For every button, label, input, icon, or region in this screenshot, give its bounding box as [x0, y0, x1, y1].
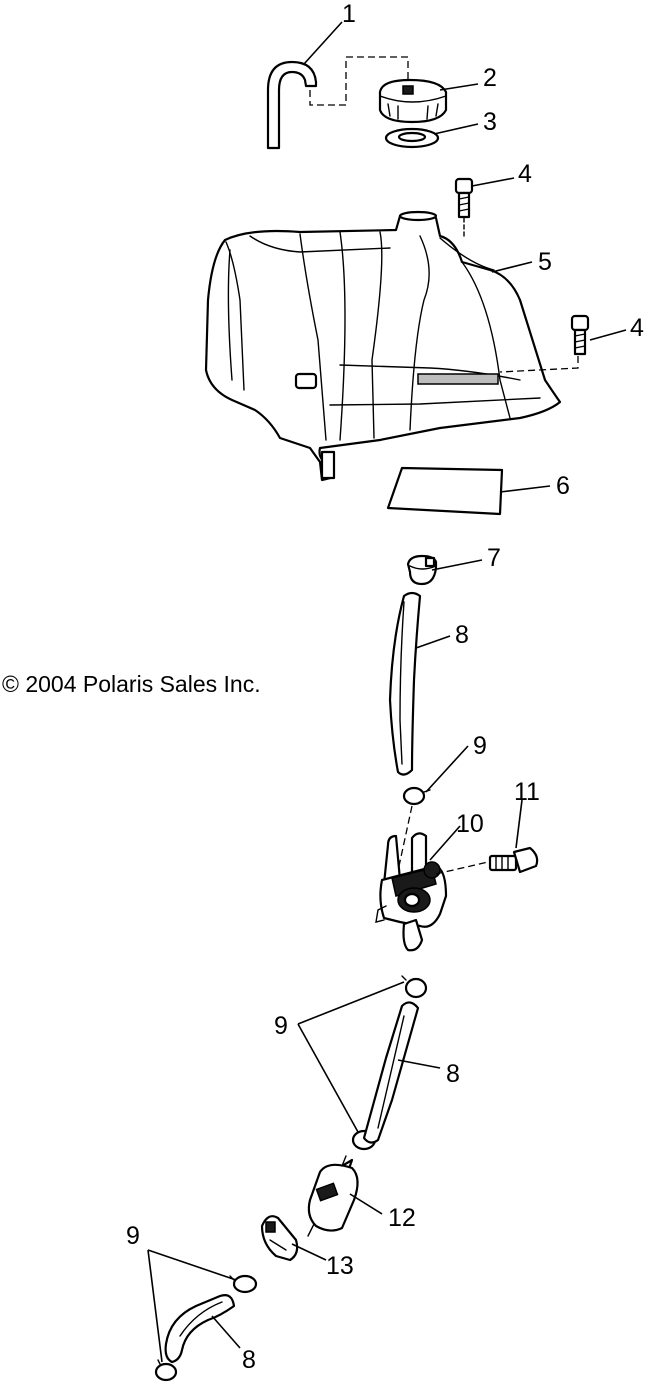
tank-screw-upper — [454, 177, 474, 237]
callout-hose-clamps-bottom: 9 — [126, 1222, 140, 1250]
callout-tank-screw-upper: 4 — [518, 160, 532, 188]
fuel-hose-bottom — [164, 1294, 236, 1364]
callout-cap-gasket: 3 — [483, 108, 497, 136]
hose-clamp-bottom-left — [154, 1359, 178, 1382]
vent-hose — [266, 60, 318, 150]
callout-filter-bracket: 13 — [326, 1252, 354, 1280]
hose-clamp-bottom-right — [229, 1274, 258, 1294]
copyright-notice: © 2004 Polaris Sales Inc. — [2, 671, 261, 697]
clamp-to-valve-dashed-line — [395, 805, 413, 881]
fuel-tank — [204, 210, 562, 482]
callout-hose-clamp-upper: 9 — [473, 732, 487, 760]
hose-clamp-middle-top — [401, 975, 428, 999]
fuel-filter — [307, 1155, 359, 1237]
callout-tank-screw-lower: 4 — [630, 314, 644, 342]
callout-fuel-tank: 5 — [538, 248, 552, 276]
screw-to-valve-dashed-line — [435, 861, 489, 875]
fuel-hose-middle — [362, 1001, 420, 1144]
screw-to-tank-dashed-line — [499, 356, 579, 373]
cap-gasket — [384, 127, 440, 149]
valve-mount-screw — [488, 846, 539, 874]
fuel-valve — [375, 832, 448, 952]
hose-to-cap-dashed-line — [309, 56, 409, 106]
leader-lines — [147, 21, 627, 1363]
callout-fuel-cap: 2 — [483, 64, 497, 92]
callout-vent-hose: 1 — [342, 0, 356, 28]
callout-hose-clamps-middle: 9 — [274, 1012, 288, 1040]
tank-screw-lower — [570, 314, 590, 356]
callout-hose-clamp-top: 7 — [487, 544, 501, 572]
fuel-hose-upper — [388, 591, 422, 776]
callout-fuel-filter: 12 — [388, 1204, 416, 1232]
callout-fuel-hose-upper: 8 — [455, 621, 469, 649]
callout-tank-decal: 6 — [556, 472, 570, 500]
callout-fuel-hose-bottom: 8 — [242, 1346, 256, 1374]
filter-bracket — [260, 1215, 299, 1262]
callout-valve-mount-screw: 11 — [514, 778, 540, 806]
fuel-cap — [378, 78, 448, 124]
hose-clamp-top — [406, 554, 438, 586]
callout-fuel-valve: 10 — [456, 810, 484, 838]
tank-decal — [386, 466, 504, 516]
callout-fuel-hose-middle: 8 — [446, 1060, 460, 1088]
hose-clamp-upper — [402, 786, 431, 806]
